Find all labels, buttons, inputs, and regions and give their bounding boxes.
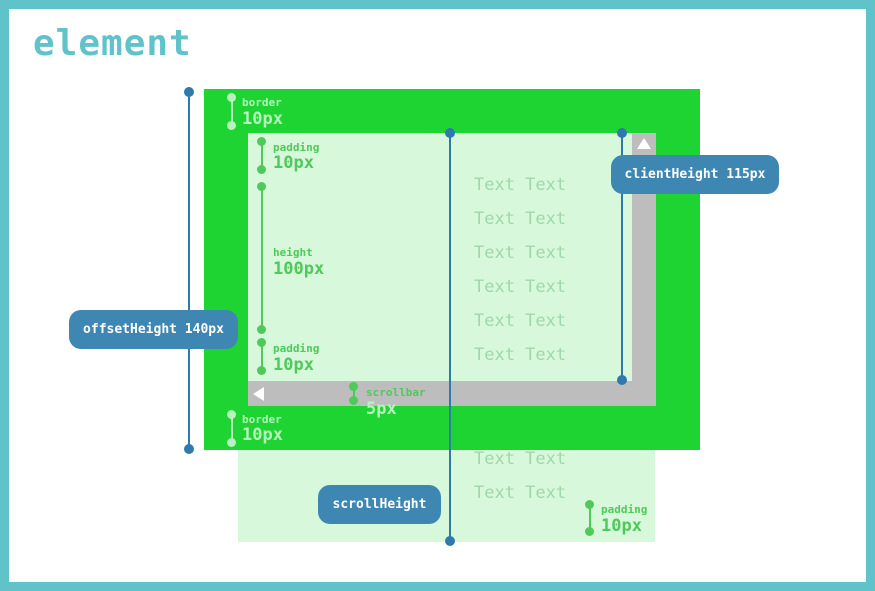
horizontal-scrollbar [248, 381, 656, 406]
scrollbar-value: 5px [366, 399, 397, 419]
measure-dot [257, 325, 266, 334]
measure-dot [257, 182, 266, 191]
scroll-up-arrow-icon [637, 138, 651, 149]
padding-bottom-value: 10px [273, 355, 314, 375]
padding-top-measure-line [261, 141, 263, 170]
height-label: height [273, 246, 313, 259]
client-height-measure-line [621, 133, 623, 380]
client-height-callout: clientHeight 115px [611, 155, 779, 194]
measure-dot [257, 165, 266, 174]
padding-overflow-value: 10px [601, 516, 642, 536]
scrollbar-label: scrollbar [366, 386, 426, 399]
offset-height-callout: offsetHeight 140px [69, 310, 238, 349]
measure-dot [227, 121, 236, 130]
padding-bottom-measure-line [261, 342, 263, 371]
measure-dot [617, 375, 627, 385]
height-value: 100px [273, 259, 325, 279]
content-text-line: Text Text [474, 175, 567, 195]
padding-overflow-label: padding [601, 503, 648, 516]
border-bottom-label: border [242, 413, 282, 426]
content-text-line: Text Text [474, 483, 567, 503]
measure-dot [227, 410, 236, 419]
measure-dot [227, 93, 236, 102]
measure-dot [349, 382, 358, 391]
padding-top-label: padding [273, 141, 320, 154]
measure-dot [227, 438, 236, 447]
diagram-title: element [33, 23, 192, 64]
padding-overflow-measure-line [589, 504, 591, 532]
border-top-value: 10px [242, 109, 283, 129]
measure-dot [257, 366, 266, 375]
measure-dot [617, 128, 627, 138]
element-padding-box [248, 133, 632, 381]
measure-dot [257, 338, 266, 347]
scroll-height-measure-line [449, 133, 451, 541]
measure-dot [445, 536, 455, 546]
height-measure-line [261, 186, 263, 329]
border-top-measure-line [231, 97, 233, 126]
measure-dot [585, 500, 594, 509]
scroll-height-callout: scrollHeight [318, 485, 441, 524]
measure-dot [184, 444, 194, 454]
border-bottom-value: 10px [242, 425, 283, 445]
content-text-line: Text Text [474, 277, 567, 297]
content-text-line: Text Text [474, 209, 567, 229]
padding-bottom-label: padding [273, 342, 320, 355]
offset-height-measure-line [188, 91, 190, 449]
border-top-label: border [242, 96, 282, 109]
padding-top-value: 10px [273, 153, 314, 173]
measure-dot [184, 87, 194, 97]
scrollbar-measure-line [353, 386, 355, 401]
measure-dot [257, 137, 266, 146]
content-text-line: Text Text [474, 243, 567, 263]
border-bottom-measure-line [231, 414, 233, 443]
content-text-line: Text Text [474, 449, 567, 469]
content-text-line: Text Text [474, 345, 567, 365]
content-text-line: Text Text [474, 311, 567, 331]
measure-dot [445, 128, 455, 138]
scroll-overflow-area [238, 448, 655, 542]
scroll-left-arrow-icon [253, 387, 264, 401]
measure-dot [585, 527, 594, 536]
measure-dot [349, 396, 358, 405]
